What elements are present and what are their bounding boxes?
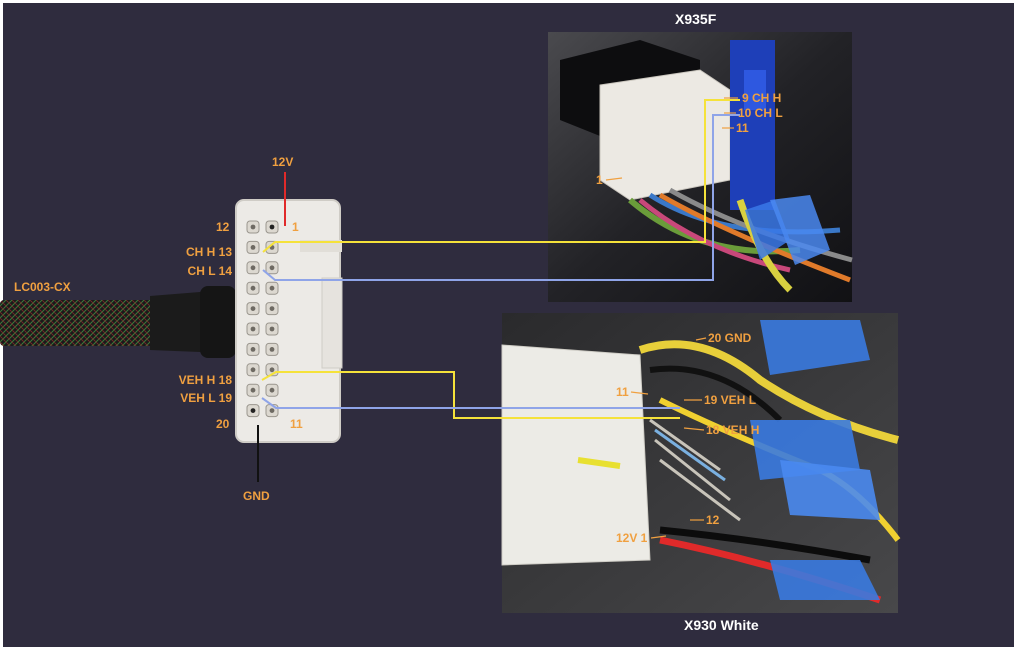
harness-name: LC003-CX [14,280,71,294]
harness-pin-contact [269,347,275,352]
x930-label-gnd: 20 GND [708,331,752,345]
harness-pin-contact [250,285,256,291]
harness-pin-contact [250,387,256,393]
x930-title: X930 White [684,617,759,633]
harness-connector [235,199,343,443]
label-gnd: GND [243,489,270,503]
pin-label-1: 1 [292,220,299,234]
harness-pin-contact [250,224,256,230]
harness-pin-grid [246,220,279,418]
harness-pin-contact [269,387,275,393]
wire-veh-h [261,371,680,419]
pin-label-ch-h: CH H 13 [186,245,232,259]
harness-pin-contact [250,347,256,352]
harness-pin-contact [250,367,256,373]
harness-pin-contact [269,326,275,332]
harness-pin-contact [269,265,275,271]
x935f-label-1: 1 [596,173,603,187]
harness-pin-contact [250,326,256,332]
harness-pin-contact [269,306,275,311]
harness-cable [0,286,236,358]
x935f-photo [548,32,853,302]
harness-pin-contact [250,306,256,311]
harness-pin-contact [269,367,275,373]
pin-label-20: 20 [216,417,230,431]
labels: LC003-CX 12V GND 12 1 CH H 13 CH L 14 VE… [14,11,783,633]
x930-label-veh-l: 19 VEH L [704,393,756,407]
x930-label-11: 11 [616,385,629,399]
pin-label-11: 11 [290,417,303,431]
pin-label-ch-l: CH L 14 [188,264,233,278]
harness-pin-contact [250,265,256,271]
x930-photo [501,313,901,613]
harness-pin-contact [269,224,275,230]
pin-label-veh-h: VEH H 18 [179,373,233,387]
x935f-label-ch-h: 9 CH H [742,91,781,105]
wire-ch-l [262,114,740,281]
wire-overlay [257,97,740,539]
x935f-label-ch-l: 10 CH L [738,106,783,120]
x935f-title: X935F [675,11,717,27]
x935f-label-11: 11 [736,121,749,135]
harness-pin-contact [269,408,275,413]
x930-label-veh-h: 18 VEH H [706,423,759,437]
label-12v: 12V [272,155,293,169]
x930-label-power: 12V 1 [616,531,648,545]
pin-label-12: 12 [216,220,230,234]
pin-label-veh-l: VEH L 19 [180,391,232,405]
harness-pin-contact [269,285,275,291]
harness-pin-contact [250,245,256,250]
wire-veh-l [261,397,680,409]
harness-pin-contact [250,408,256,413]
wire-ch-h [262,99,740,253]
x930-label-12: 12 [706,513,720,527]
